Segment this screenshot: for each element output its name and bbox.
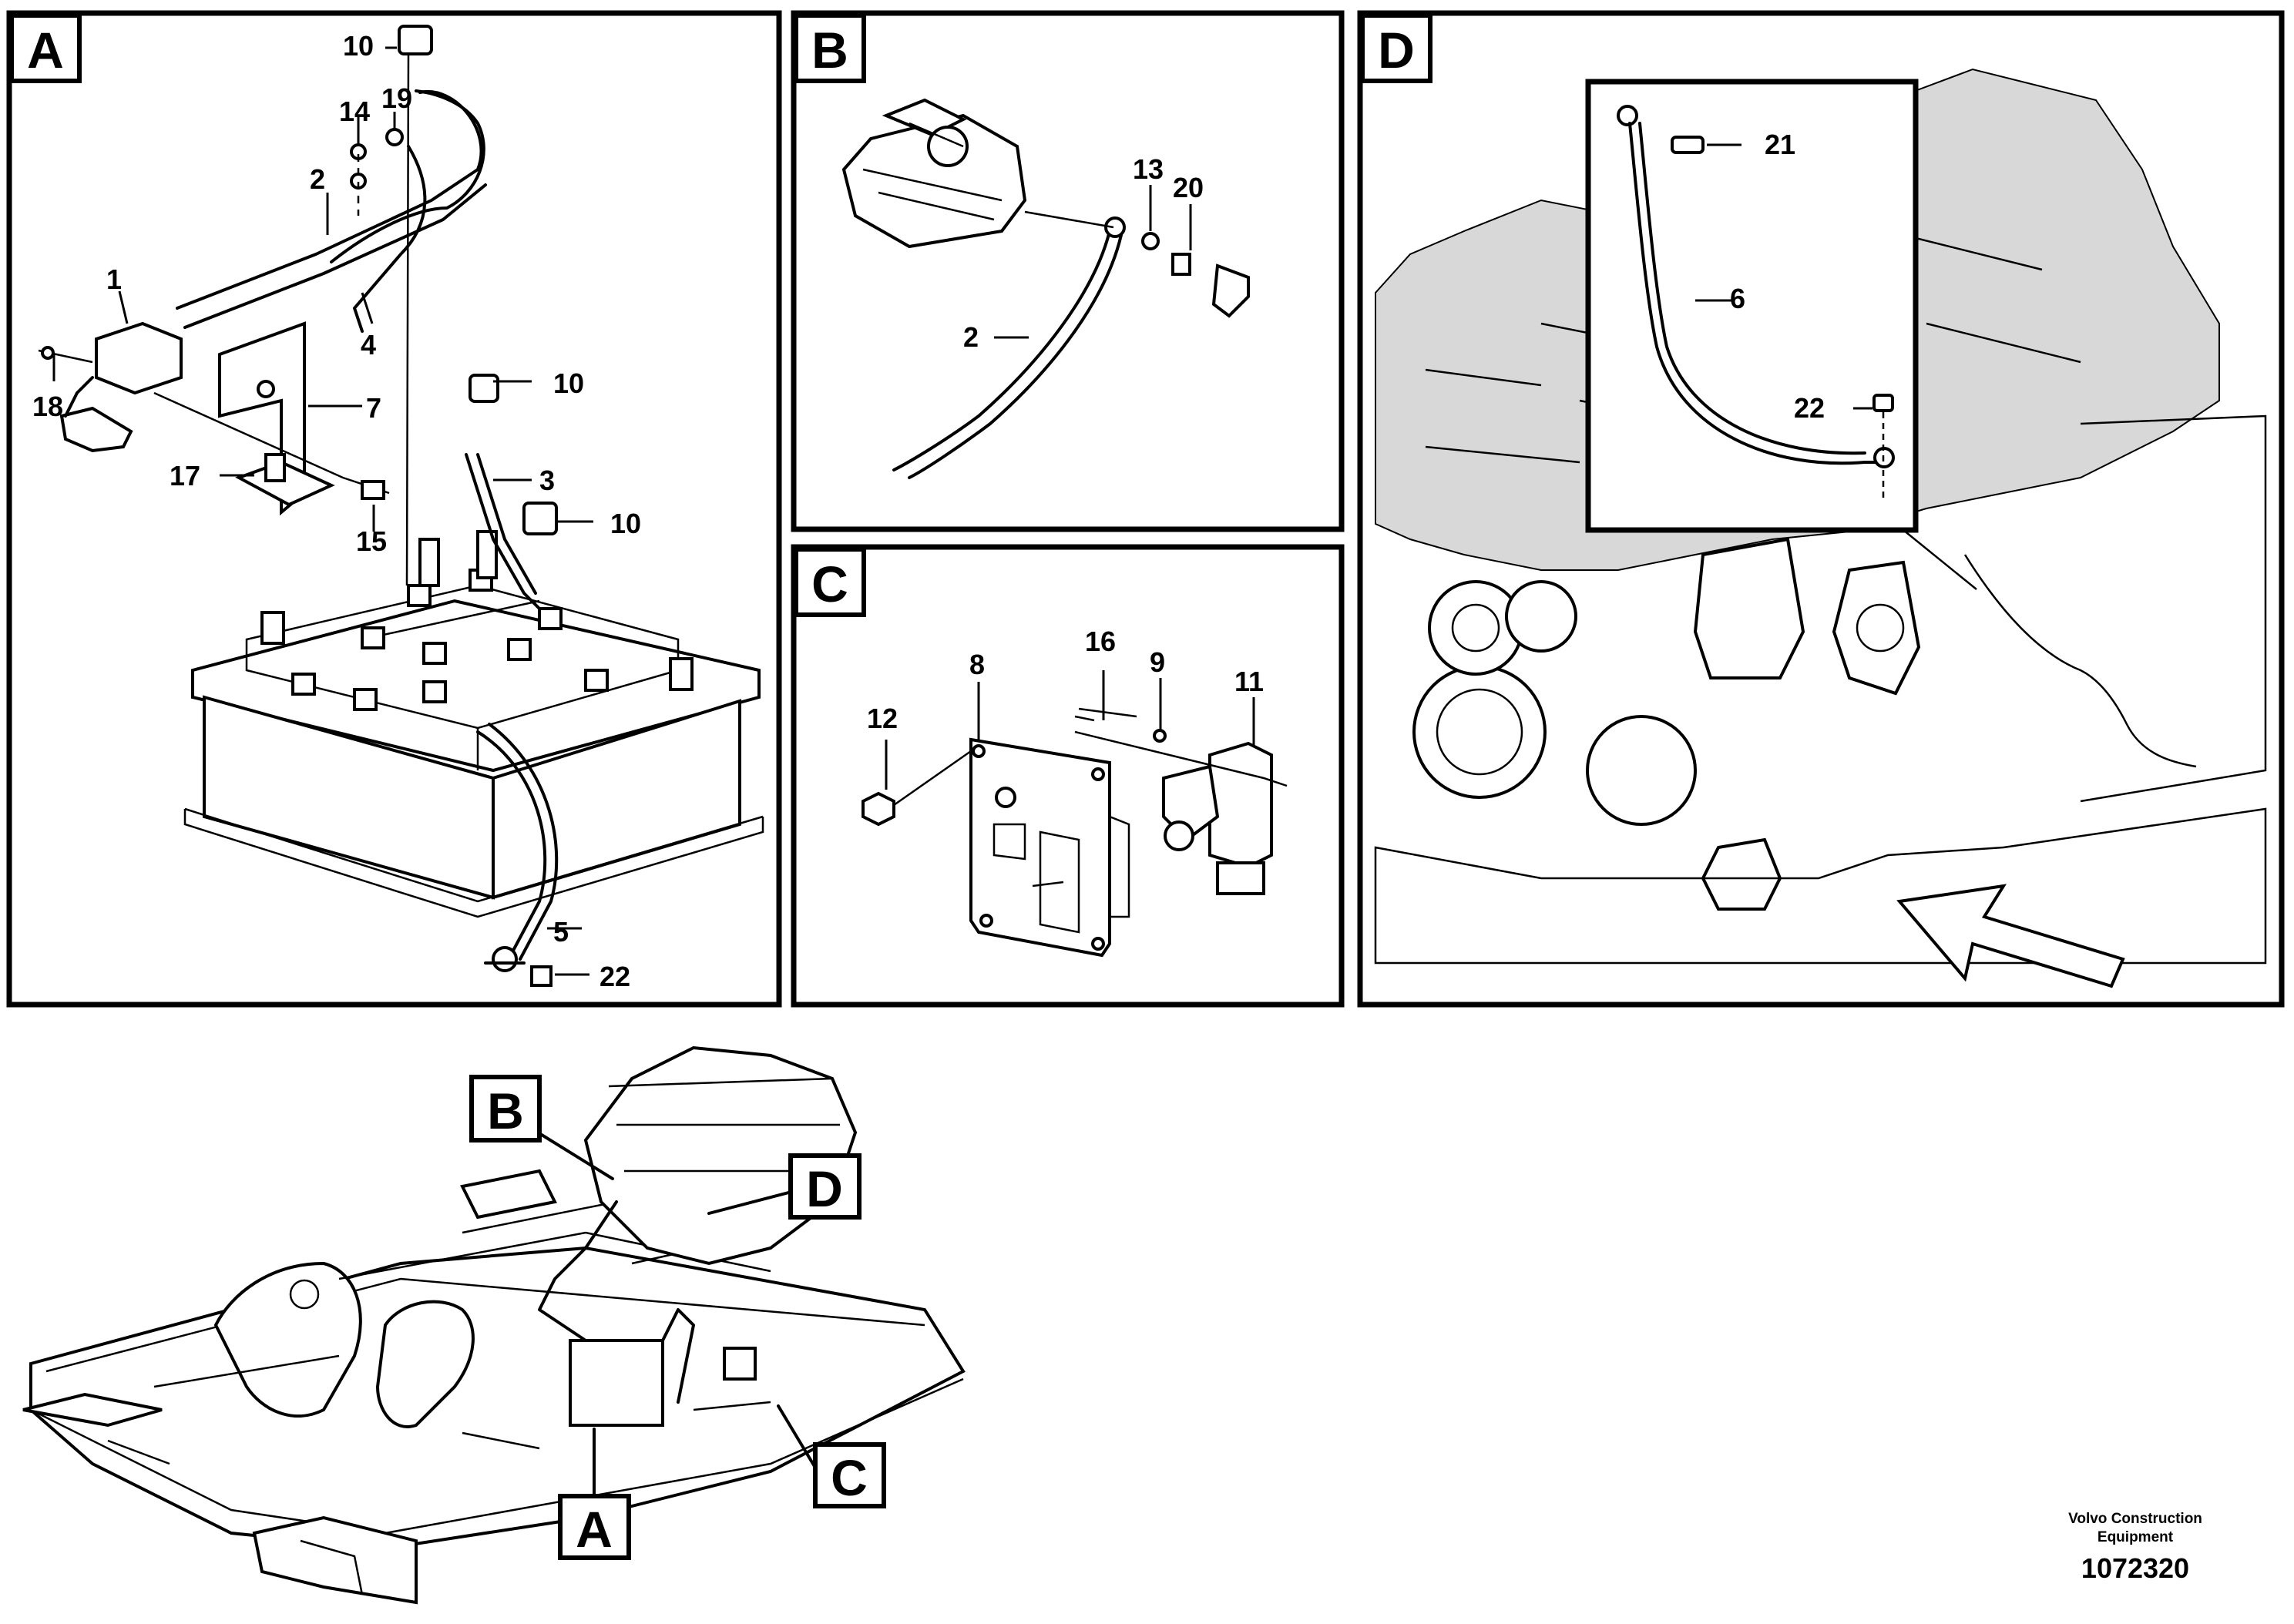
overview-label-c-box: [813, 1442, 886, 1508]
machine-overview: B D A C: [22, 1045, 966, 1605]
view-direction-arrow: [1896, 884, 2125, 988]
panel-d-callouts: 21 6 22: [1730, 129, 1825, 424]
panel-b-badge: [794, 13, 866, 83]
ground-cable-6: [1628, 122, 1882, 465]
footer-block: Volvo Construction Equipment 1072320: [2043, 1510, 2228, 1587]
panel-c-frame: [791, 544, 1345, 1008]
cable-4: [353, 145, 427, 333]
panel-a-callouts: 10 14 19 2 1 4 18 7 17 15 10 3 10 5 22: [32, 30, 641, 992]
svg-text:2: 2: [310, 163, 325, 195]
brand-line-1: Volvo Construction: [2068, 1511, 2202, 1527]
battery-relay: [95, 321, 183, 395]
cable-2: [892, 230, 1111, 471]
panel-a-frame: [6, 10, 782, 1008]
panel-c-label: C: [811, 555, 848, 612]
svg-text:14: 14: [339, 96, 370, 127]
cable-2: [176, 168, 479, 310]
svg-text:10: 10: [343, 30, 374, 62]
panel-c-badge: [794, 547, 866, 617]
panel-b: B 13 20 2: [791, 10, 1345, 532]
overview-label-d: D: [806, 1160, 843, 1217]
cable-5: [476, 730, 547, 961]
overview-label-a-box: [558, 1494, 631, 1560]
svg-text:10: 10: [610, 508, 641, 539]
overview-label-b-box: [469, 1075, 542, 1143]
svg-text:2: 2: [963, 321, 979, 353]
svg-text:22: 22: [600, 961, 630, 992]
svg-text:13: 13: [1133, 153, 1164, 185]
panel-d-badge: [1360, 13, 1432, 83]
panel-d: D 21 6: [1357, 10, 2285, 1008]
svg-text:20: 20: [1173, 172, 1204, 203]
disconnect-switch: [1208, 741, 1273, 869]
drawing-number: 1072320: [2081, 1552, 2190, 1584]
panel-c: C 16 9 11 12 8: [791, 544, 1345, 1008]
cable-3: [465, 453, 541, 610]
svg-text:9: 9: [1150, 646, 1165, 678]
svg-text:15: 15: [356, 525, 387, 557]
panel-c-callouts: 16 9 11 12 8: [867, 626, 1264, 734]
panel-b-label: B: [811, 22, 848, 79]
svg-text:21: 21: [1765, 129, 1795, 160]
brand-line-2: Equipment: [2097, 1529, 2174, 1545]
overview-label-b: B: [487, 1082, 524, 1139]
panel-a: A: [6, 10, 782, 1008]
svg-text:12: 12: [867, 703, 898, 734]
svg-text:16: 16: [1085, 626, 1116, 657]
svg-text:3: 3: [539, 465, 555, 496]
svg-text:10: 10: [553, 367, 584, 399]
overview-label-a: A: [576, 1501, 613, 1558]
panel-b-callouts: 13 20 2: [963, 153, 1204, 353]
svg-text:8: 8: [969, 649, 985, 680]
svg-text:19: 19: [381, 82, 412, 114]
svg-text:6: 6: [1730, 283, 1745, 314]
panel-d-frame: [1357, 10, 2285, 1008]
overview-label-c: C: [831, 1449, 868, 1506]
svg-text:18: 18: [32, 391, 63, 422]
battery-illustration: [183, 530, 764, 918]
starter-motor: [841, 98, 1027, 249]
panel-a-badge: [9, 13, 82, 83]
panel-d-label: D: [1378, 22, 1415, 79]
svg-text:22: 22: [1794, 392, 1825, 424]
svg-text:7: 7: [366, 392, 381, 424]
overview-label-d-box: [788, 1153, 862, 1220]
svg-text:17: 17: [170, 460, 200, 492]
svg-text:4: 4: [361, 329, 376, 361]
svg-text:11: 11: [1234, 666, 1264, 697]
svg-text:1: 1: [106, 263, 122, 295]
svg-text:5: 5: [553, 916, 569, 948]
panel-b-frame: [791, 10, 1345, 532]
detail-inset: [1585, 79, 1919, 533]
panel-a-label: A: [27, 22, 64, 79]
frame-illustration: [22, 1045, 966, 1605]
